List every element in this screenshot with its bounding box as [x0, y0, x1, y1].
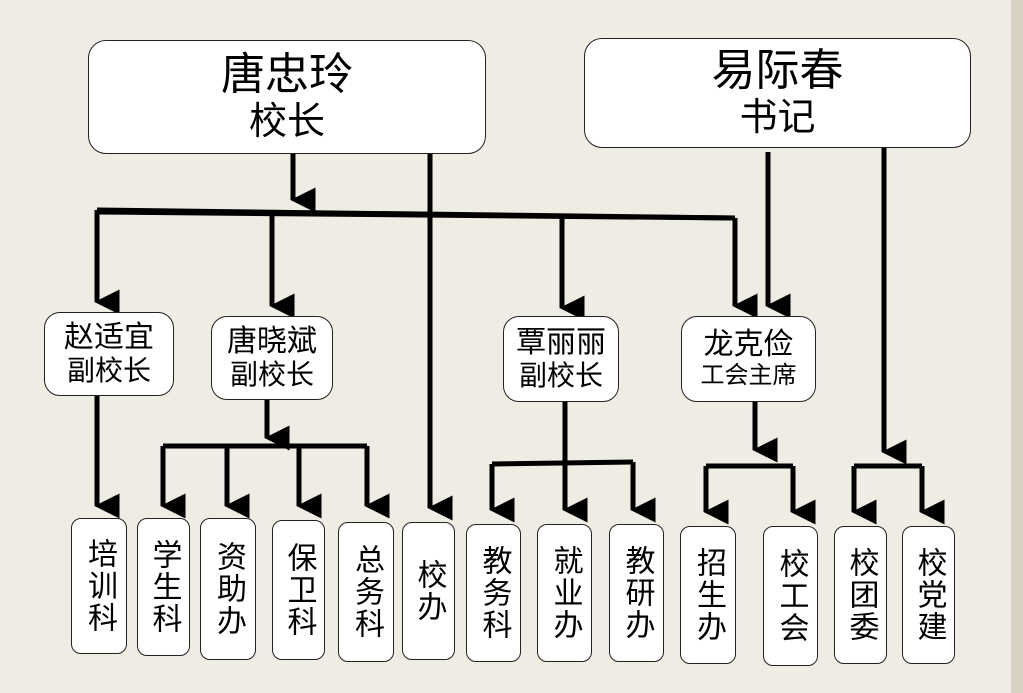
union-chair-long-box: 龙克俭 工会主席 [681, 316, 816, 402]
slide-edge-bar [1011, 0, 1023, 693]
leaf-jiaoyan: 教研办 [609, 524, 664, 662]
leaf-xuesheng: 学生科 [137, 518, 190, 656]
zhao-title: 副校长 [66, 354, 151, 388]
leaf-zizhu: 资助办 [200, 518, 256, 660]
vice-principal-qin-box: 覃丽丽 副校长 [503, 316, 619, 402]
principal-title: 校长 [248, 99, 325, 144]
qin-title: 副校长 [518, 359, 603, 393]
qin-name: 覃丽丽 [516, 324, 606, 360]
leaf-zhaosheng: 招生办 [680, 526, 736, 664]
leaf-jiaowu: 教务科 [466, 524, 521, 662]
zhao-name: 赵适宜 [64, 319, 154, 355]
leaf-peixun: 培训科 [71, 518, 127, 654]
secretary-box: 易际春 书记 [584, 38, 971, 148]
leaf-dangjian: 校党建 [902, 526, 955, 664]
leaf-tuanwei: 校团委 [834, 526, 887, 664]
secretary-name: 易际春 [711, 44, 844, 96]
tang-name: 唐晓斌 [227, 323, 317, 359]
secretary-title: 书记 [739, 95, 816, 140]
leaf-jiuye: 就业办 [537, 524, 592, 662]
vice-principal-zhao-box: 赵适宜 副校长 [44, 312, 174, 396]
long-title: 工会主席 [700, 361, 797, 390]
main-bus-line [96, 207, 736, 221]
principal-box: 唐忠玲 校长 [88, 40, 486, 154]
principal-name: 唐忠玲 [221, 48, 353, 100]
vice-principal-tang-box: 唐晓斌 副校长 [211, 316, 333, 400]
leaf-zongwu: 总务科 [338, 522, 394, 662]
leaf-xiaogonghui: 校工会 [763, 526, 818, 666]
tang-title: 副校长 [229, 358, 314, 392]
long-name: 龙克俭 [703, 326, 794, 362]
leaf-xiaoban: 校办 [402, 522, 455, 660]
leaf-baowei: 保卫科 [272, 520, 325, 660]
